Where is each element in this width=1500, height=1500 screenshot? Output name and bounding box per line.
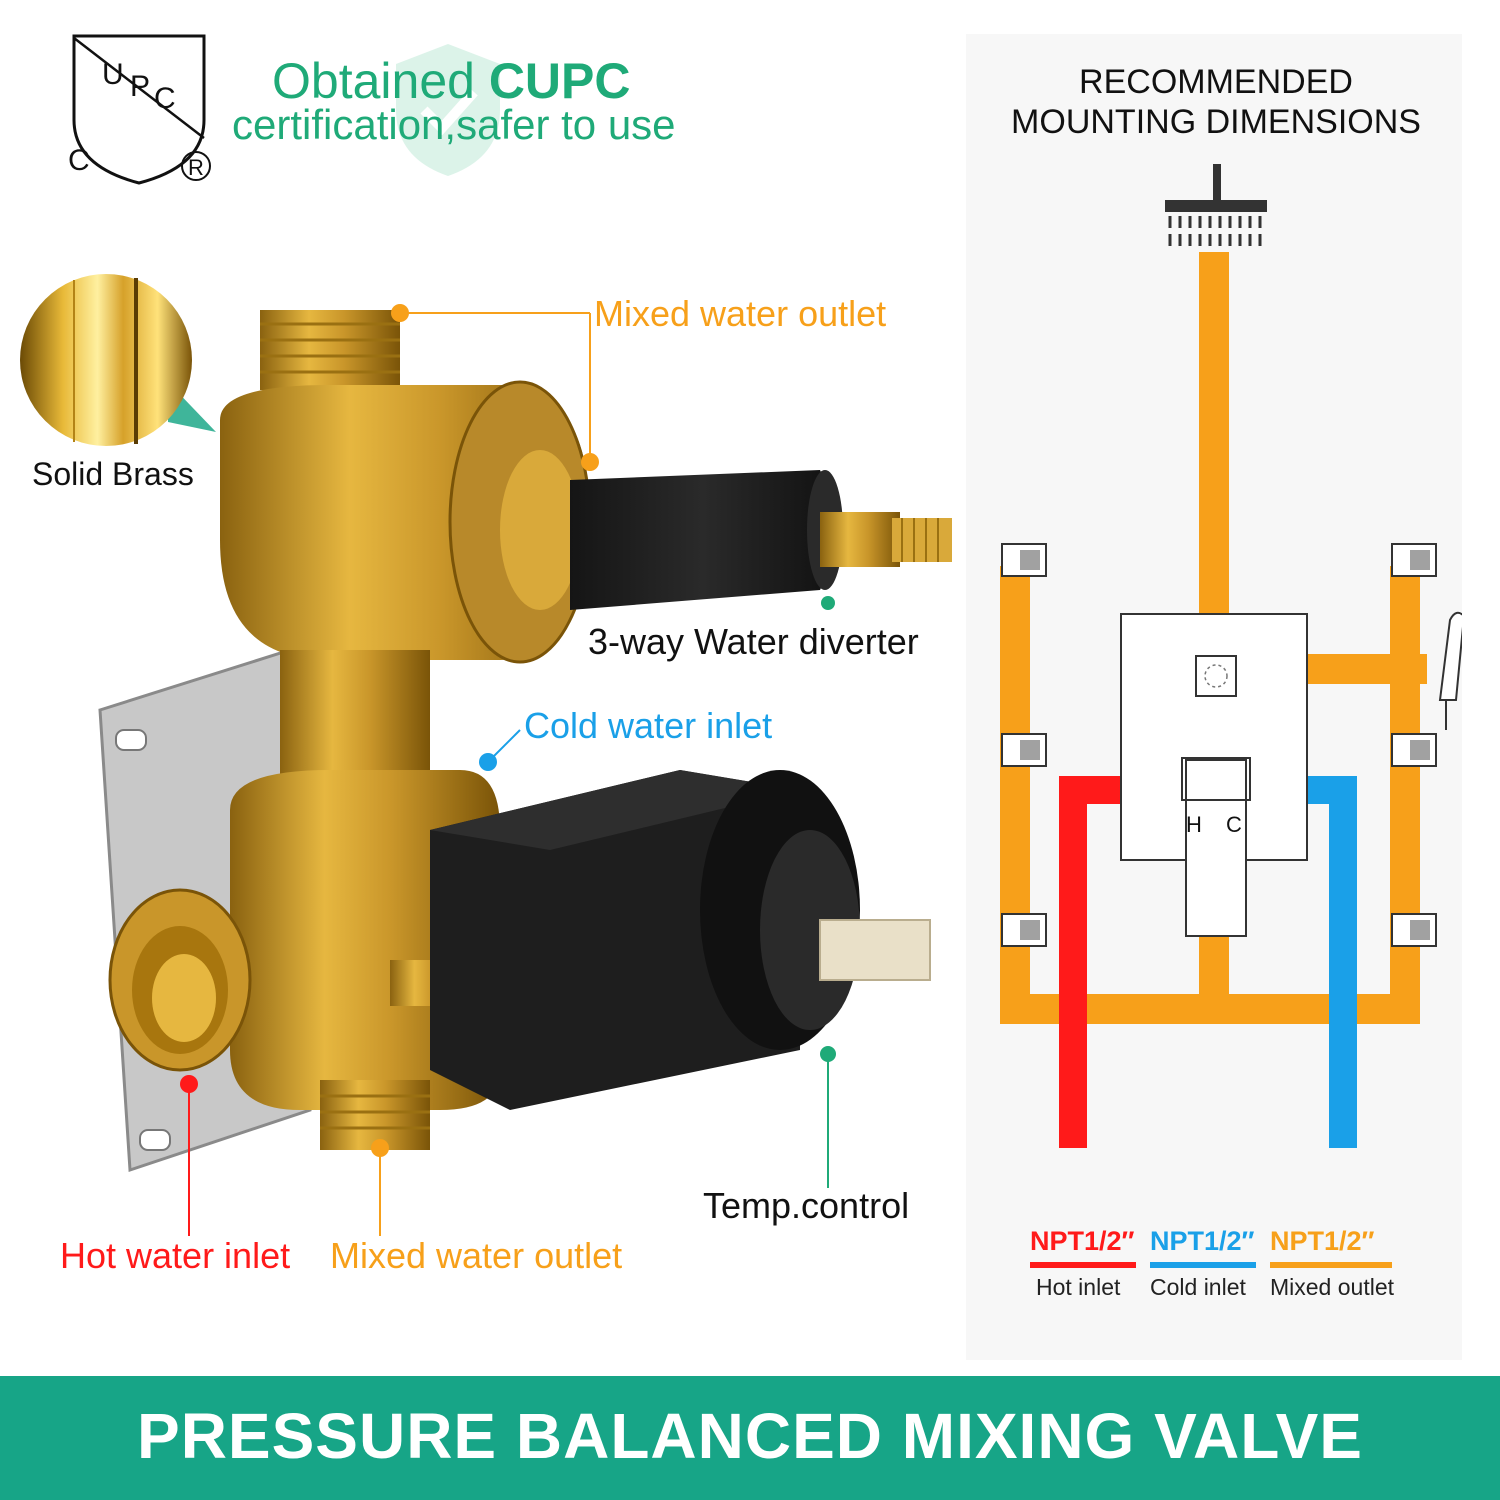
svg-text:U: U bbox=[102, 58, 124, 91]
upc-certification-logo: U P C C R bbox=[68, 34, 211, 185]
legend-cold-size: NPT1/2″ bbox=[1150, 1226, 1255, 1256]
legend-mixed-label: Mixed outlet bbox=[1270, 1274, 1395, 1300]
legend-cold-swatch bbox=[1150, 1262, 1256, 1268]
legend-hot-swatch bbox=[1030, 1262, 1136, 1268]
handle-cold-label: C bbox=[1226, 812, 1242, 837]
legend-mixed-swatch bbox=[1270, 1262, 1392, 1268]
svg-text:R: R bbox=[188, 155, 204, 180]
rain-shower-icon bbox=[1165, 164, 1267, 246]
temp-control-label: Temp.control bbox=[703, 1185, 910, 1226]
diverter-label: 3-way Water diverter bbox=[588, 621, 919, 662]
legend-hot-label: Hot inlet bbox=[1036, 1274, 1121, 1300]
certification-heading: Obtained CUPC bbox=[272, 53, 631, 109]
title-banner bbox=[0, 1376, 1500, 1500]
legend-cold-label: Cold inlet bbox=[1150, 1274, 1246, 1300]
shield-watermark-icon bbox=[396, 44, 500, 176]
diverter-cartridge bbox=[570, 470, 835, 610]
legend-hot-size: NPT1/2″ bbox=[1030, 1226, 1135, 1256]
cold-inlet-label: Cold water inlet bbox=[524, 705, 773, 746]
mounting-diagram bbox=[1000, 164, 1462, 1148]
solid-brass-label: Solid Brass bbox=[32, 456, 194, 492]
valve-illustration bbox=[98, 310, 952, 1173]
svg-text:C: C bbox=[68, 144, 90, 177]
mixed-outlet-top-label: Mixed water outlet bbox=[594, 293, 887, 334]
mixed-outlet-bottom-label: Mixed water outlet bbox=[330, 1235, 623, 1276]
certification-subheading: certification,safer to use bbox=[232, 101, 676, 148]
svg-text:C: C bbox=[154, 82, 176, 115]
banner-title: PRESSURE BALANCED MIXING VALVE bbox=[137, 1400, 1363, 1472]
callout-leaders bbox=[180, 304, 836, 1236]
solid-brass-swatch bbox=[20, 274, 216, 446]
hot-inlet-label: Hot water inlet bbox=[60, 1235, 291, 1276]
handle-hot-label: H bbox=[1186, 812, 1202, 837]
mounting-title: RECOMMENDED MOUNTING DIMENSIONS bbox=[1011, 63, 1421, 141]
legend-mixed-size: NPT1/2″ bbox=[1270, 1226, 1375, 1256]
svg-text:P: P bbox=[130, 70, 150, 103]
hand-shower-icon bbox=[1438, 611, 1462, 730]
